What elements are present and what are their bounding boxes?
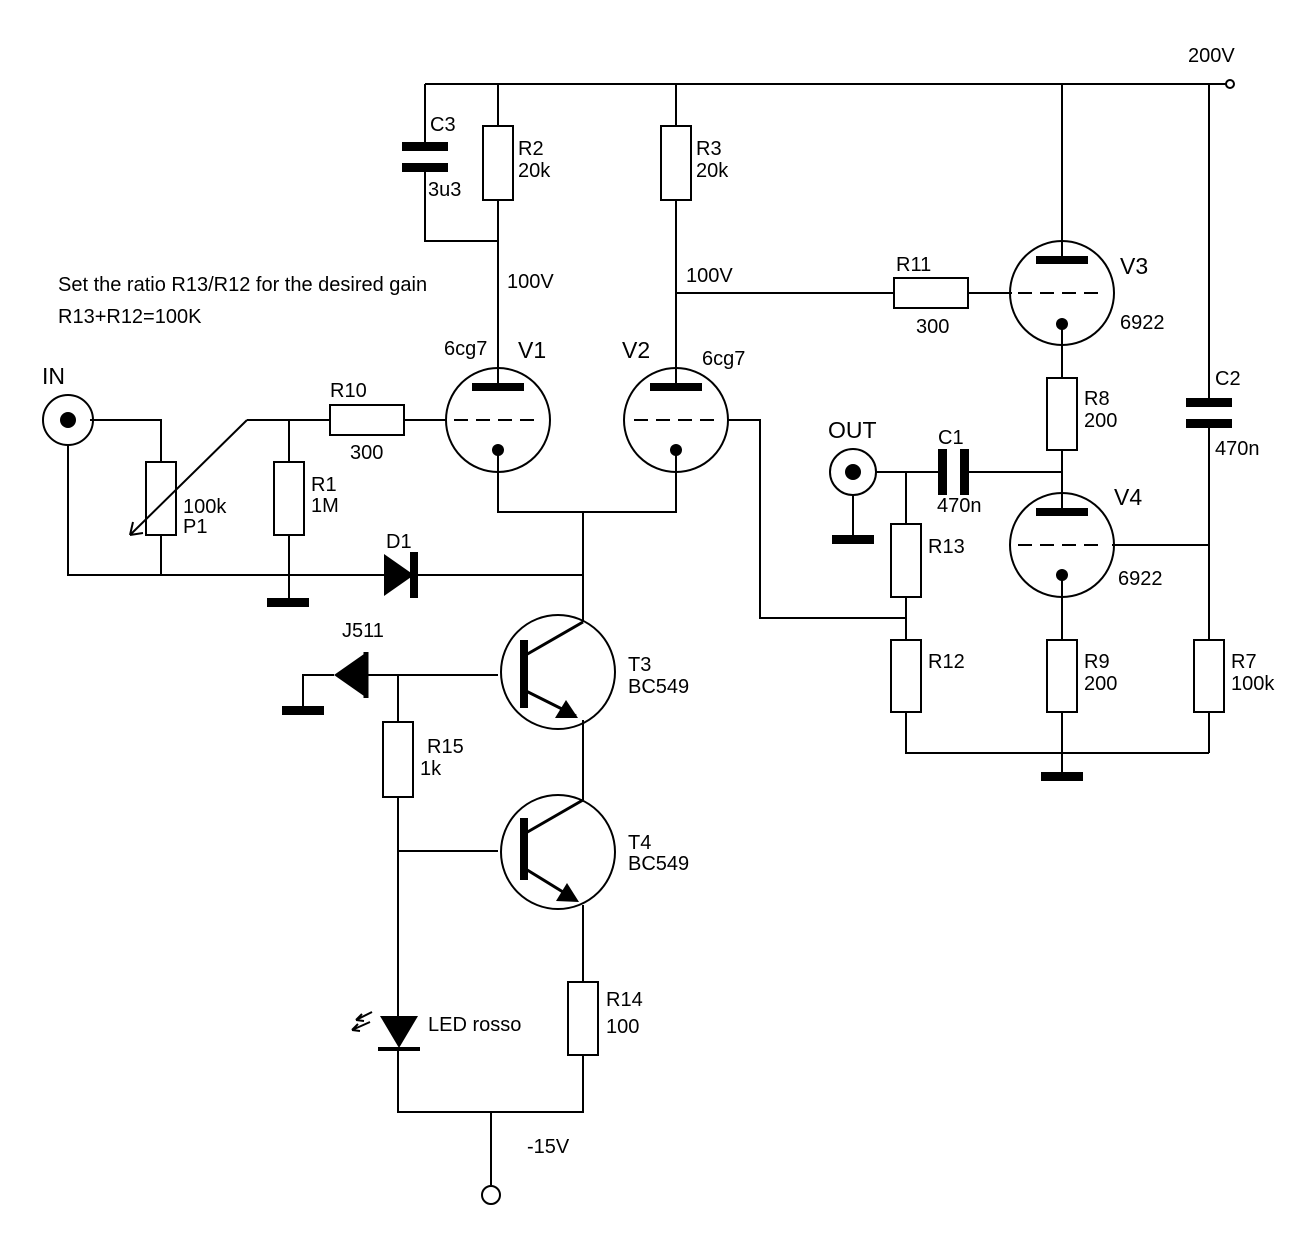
r2-ref: R2 <box>518 138 544 160</box>
c2-ref: C2 <box>1215 368 1241 390</box>
t3-ref: T3 <box>628 654 651 676</box>
v4-type: 6922 <box>1118 568 1163 590</box>
c1-ref: C1 <box>938 427 964 449</box>
r15-value: 1k <box>420 758 442 780</box>
r12-ref: R12 <box>928 651 965 673</box>
c3-value: 3u3 <box>428 179 461 201</box>
v1-type: 6cg7 <box>444 338 487 360</box>
r1-ref: R1 <box>311 474 337 496</box>
capacitors <box>402 142 1232 495</box>
resistor-r11 <box>893 277 969 309</box>
potentiometer-p1 <box>145 461 177 536</box>
resistor-r10 <box>329 404 405 436</box>
c1-value: 470n <box>937 495 982 517</box>
r3-ref: R3 <box>696 138 722 160</box>
resistor-r8 <box>1046 377 1078 451</box>
r9-ref: R9 <box>1084 651 1110 673</box>
r15-ref: R15 <box>427 736 464 758</box>
v3-ref: V3 <box>1120 253 1148 279</box>
supply-pos-label: 200V <box>1188 45 1235 67</box>
transistor-t3 <box>500 614 616 730</box>
potentiometer-wiper-arrow <box>129 419 248 536</box>
ground-symbol <box>267 598 309 607</box>
input-label: IN <box>42 363 65 389</box>
r7-ref: R7 <box>1231 651 1257 673</box>
resistor-r2 <box>482 125 514 201</box>
resistor-r9 <box>1046 639 1078 713</box>
diode-d1 <box>384 552 418 598</box>
capacitor-c2 <box>1186 398 1232 428</box>
output-label: OUT <box>828 417 877 443</box>
r7-value: 100k <box>1231 673 1275 695</box>
j511-ref: J511 <box>342 620 384 642</box>
terminals <box>481 79 1235 1205</box>
resistors <box>145 125 1225 1056</box>
ground-symbol <box>832 535 874 544</box>
p1-value: 100k <box>183 496 227 518</box>
resistor-r7 <box>1193 639 1225 713</box>
input-connector <box>42 394 94 446</box>
output-connector <box>829 448 877 496</box>
v1-ref: V1 <box>518 337 546 363</box>
resistor-r1 <box>273 461 305 536</box>
ground-symbol <box>1041 772 1083 781</box>
r10-value: 300 <box>350 442 383 464</box>
labels: 200V -15V Set the ratio R13/R12 for the … <box>42 45 1275 1158</box>
capacitor-c3 <box>402 142 448 172</box>
r10-ref: R10 <box>330 380 367 402</box>
led-ref: LED rosso <box>428 1014 521 1036</box>
resistor-r13 <box>890 523 922 598</box>
p1-ref: P1 <box>183 516 207 538</box>
grounds <box>267 535 1083 781</box>
resistor-r3 <box>660 125 692 201</box>
led-rosso <box>351 1011 420 1051</box>
v2-plate-voltage: 100V <box>686 265 733 287</box>
supply-neg-terminal <box>481 1185 501 1205</box>
r11-ref: R11 <box>896 254 931 276</box>
v2-type: 6cg7 <box>702 348 745 370</box>
capacitor-c1 <box>938 449 969 495</box>
resistor-r12 <box>890 639 922 713</box>
r8-ref: R8 <box>1084 388 1110 410</box>
r13-ref: R13 <box>928 536 965 558</box>
t3-type: BC549 <box>628 676 689 698</box>
v3-type: 6922 <box>1120 312 1165 334</box>
gain-note-line1: Set the ratio R13/R12 for the desired ga… <box>58 274 427 296</box>
c3-ref: C3 <box>430 114 456 136</box>
tube-v3 <box>1009 240 1115 346</box>
supply-pos-terminal <box>1225 79 1235 89</box>
resistor-r15 <box>382 721 414 798</box>
diode-j511 <box>334 652 369 698</box>
r8-value: 200 <box>1084 410 1117 432</box>
t4-ref: T4 <box>628 832 651 854</box>
r3-value: 20k <box>696 160 729 182</box>
supply-neg-label: -15V <box>527 1136 570 1158</box>
ground-symbol <box>282 706 324 715</box>
d1-ref: D1 <box>386 531 412 553</box>
gain-note-line2: R13+R12=100K <box>58 306 202 328</box>
t4-type: BC549 <box>628 853 689 875</box>
r1-value: 1M <box>311 495 339 517</box>
v1-plate-voltage: 100V <box>507 271 554 293</box>
r11-value: 300 <box>916 316 949 338</box>
c2-value: 470n <box>1215 438 1260 460</box>
tube-v2 <box>623 367 729 473</box>
transistor-t4 <box>500 794 616 910</box>
tube-v4 <box>1009 492 1115 598</box>
tube-v1 <box>445 367 551 473</box>
r2-value: 20k <box>518 160 551 182</box>
v4-ref: V4 <box>1114 484 1142 510</box>
r14-ref: R14 <box>606 989 643 1011</box>
r14-value: 100 <box>606 1016 639 1038</box>
v2-ref: V2 <box>622 337 650 363</box>
wires <box>67 83 1226 1185</box>
r9-value: 200 <box>1084 673 1117 695</box>
resistor-r14 <box>567 981 599 1056</box>
